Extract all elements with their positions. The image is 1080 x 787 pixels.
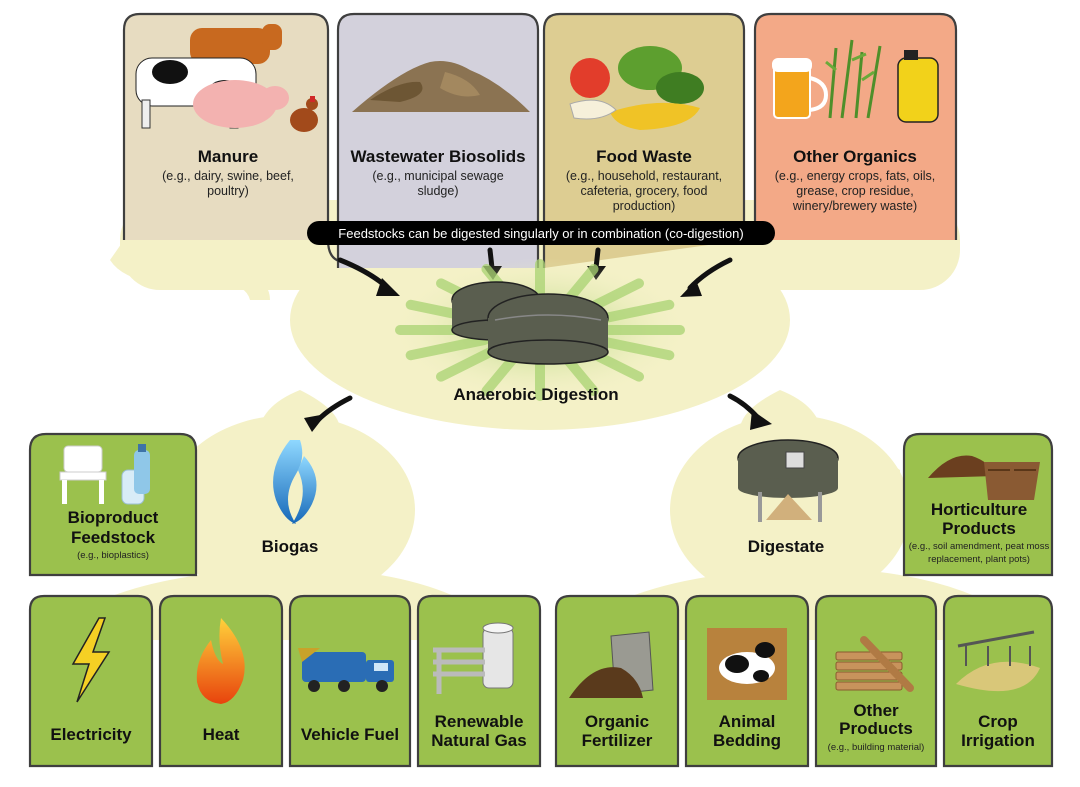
horticulture-examples-line-1: (e.g., soil amendment, peat moss	[909, 541, 1050, 552]
horticulture-title-line-1: Horticulture	[931, 500, 1027, 519]
biogas-output-2-label-line-1: Heat	[203, 725, 240, 744]
horticulture-examples-line-2: replacement, plant pots)	[928, 554, 1030, 565]
digestate-output-3-examples: (e.g., building material)	[828, 742, 925, 753]
feedstock-wastewater: Wastewater Biosolids (e.g., municipal se…	[336, 12, 540, 268]
other-organics-examples-line-2: grease, crop residue,	[796, 184, 913, 198]
feedstock-other-organics: Other Organics (e.g., energy crops, fats…	[753, 12, 958, 240]
flame-icon	[196, 618, 245, 704]
digestate-output-1-label-line-2: Fertilizer	[582, 731, 653, 750]
wastewater-title: Wastewater Biosolids	[350, 147, 525, 166]
wastewater-examples-line-1: (e.g., municipal sewage	[372, 169, 503, 183]
other-organics-examples-line-1: (e.g., energy crops, fats, oils,	[775, 169, 936, 183]
beer-crops-oil-icon	[772, 39, 939, 123]
sludge-pile-icon	[352, 61, 530, 112]
food-scraps-icon	[569, 46, 704, 130]
lightning-icon	[71, 617, 111, 703]
arrowhead-digestate	[750, 410, 772, 430]
manure-examples-line-2: poultry)	[207, 184, 249, 198]
biogas-output-3-label-line-1: Vehicle Fuel	[301, 725, 399, 744]
output-panel-1: Electricity	[28, 594, 154, 768]
other-organics-title: Other Organics	[793, 147, 917, 166]
plastic-chair-bottle-icon	[59, 444, 150, 505]
bioproduct-feedstock-panel: Bioproduct Feedstock (e.g., bioplastics)	[28, 432, 198, 577]
digester-ray	[405, 334, 490, 361]
arrowhead-other-organics	[680, 280, 702, 297]
lumber-icon	[835, 636, 914, 692]
soil-pots-icon	[928, 455, 1040, 500]
biogas-hub: Biogas	[262, 440, 319, 556]
digestate-output-4-label-line-1: Crop	[978, 712, 1018, 731]
arrowhead-manure	[376, 278, 400, 296]
horticulture-title-line-2: Products	[942, 519, 1016, 538]
biogas-flame-icon	[273, 440, 317, 524]
digestate-output-2-label-line-1: Animal	[719, 712, 776, 731]
digestate-output-1-label-line-1: Organic	[585, 712, 649, 731]
bioproduct-title-line-1: Bioproduct	[68, 508, 159, 527]
digestate-output-4-label-line-2: Irrigation	[961, 731, 1035, 750]
digestate-output-3-label-line-1: Other	[853, 701, 899, 720]
bioproduct-examples: (e.g., bioplastics)	[77, 550, 149, 561]
co-digestion-banner-text: Feedstocks can be digested singularly or…	[338, 226, 743, 241]
manure-examples-line-1: (e.g., dairy, swine, beef,	[162, 169, 294, 183]
feedstock-manure: Manure (e.g., dairy, swine, beef, poultr…	[110, 12, 368, 300]
food-waste-examples-line-1: (e.g., household, restaurant,	[566, 169, 722, 183]
wastewater-examples-line-2: sludge)	[418, 184, 459, 198]
gas-pipeline-icon	[433, 622, 514, 694]
anaerobic-digester-icon	[390, 258, 690, 402]
bioproduct-title-line-2: Feedstock	[71, 528, 156, 547]
horticulture-products-panel: Horticulture Products (e.g., soil amendm…	[902, 432, 1054, 577]
calf-photo-icon	[707, 628, 787, 700]
food-waste-examples-line-2: cafeteria, grocery, food	[581, 184, 708, 198]
digestate-output-2-label-line-2: Bedding	[713, 731, 781, 750]
biogas-output-1-label-line-1: Electricity	[50, 725, 132, 744]
digestate-tank-icon	[737, 439, 839, 522]
output-panel-2: Heat	[158, 594, 284, 768]
irrigation-pivot-icon	[956, 630, 1040, 692]
manure-title: Manure	[198, 147, 258, 166]
other-organics-examples-line-3: winery/brewery waste)	[792, 199, 917, 213]
anaerobic-digestion-label: Anaerobic Digestion	[453, 385, 618, 404]
digestate-hub: Digestate	[737, 439, 839, 556]
fertilizer-bag-icon	[569, 631, 654, 698]
output-panel-3: Vehicle Fuel	[288, 594, 412, 768]
biogas-output-4-label-line-1: Renewable	[435, 712, 524, 731]
food-waste-title: Food Waste	[596, 147, 692, 166]
co-digestion-banner: Feedstocks can be digested singularly or…	[307, 221, 775, 245]
arrowhead-biogas	[304, 414, 326, 432]
biogas-output-4-label-line-2: Natural Gas	[431, 731, 526, 750]
digestate-output-3-label-line-2: Products	[839, 719, 913, 738]
biogas-label: Biogas	[262, 537, 319, 556]
output-panels: Electricity Heat Vehicle Fuel RenewableNatu…	[28, 594, 1054, 768]
food-waste-examples-line-3: production)	[613, 199, 676, 213]
feedstock-food-waste: Food Waste (e.g., household, restaurant,…	[542, 12, 746, 268]
digestate-label: Digestate	[748, 537, 825, 556]
livestock-icon	[135, 24, 318, 132]
garbage-truck-icon	[298, 648, 394, 692]
